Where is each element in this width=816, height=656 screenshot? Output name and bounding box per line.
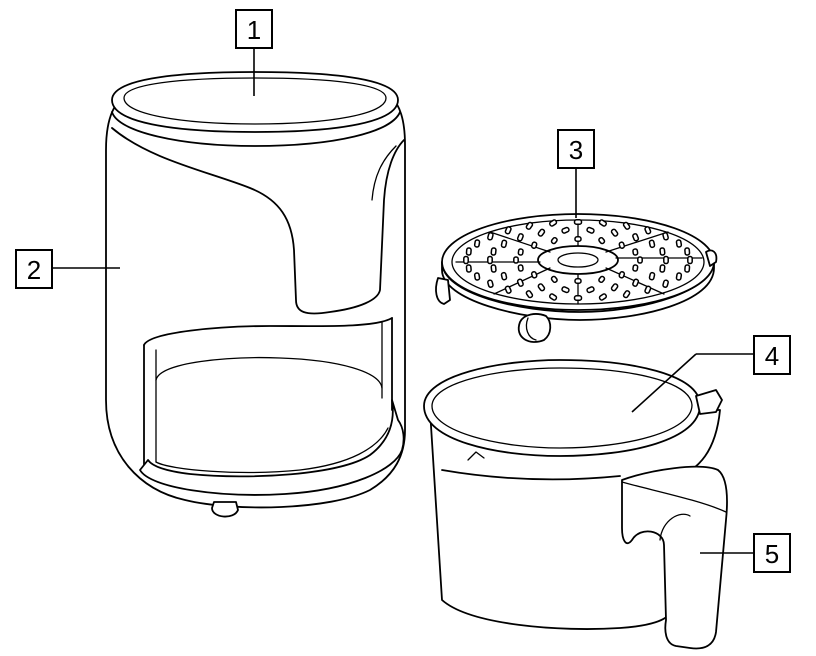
- plate-knob: [517, 313, 552, 343]
- vent-slot: [550, 236, 558, 245]
- callout-3: 3: [557, 129, 595, 218]
- callout-1-label: 1: [247, 15, 261, 45]
- vent-slot: [662, 279, 669, 288]
- vent-slot: [465, 247, 472, 256]
- vent-slot: [463, 255, 469, 265]
- vent-slot: [574, 236, 582, 242]
- vent-slot: [490, 247, 497, 256]
- vent-slot: [574, 278, 582, 284]
- vent-slot: [637, 256, 643, 264]
- vent-slot: [500, 271, 508, 281]
- housing-foot: [211, 501, 239, 518]
- basket-handle: [621, 465, 728, 650]
- vent-slot: [537, 228, 546, 237]
- vent-slot: [663, 255, 669, 265]
- vent-slot: [675, 239, 683, 248]
- vent-slot: [573, 295, 583, 301]
- vent-slot: [618, 271, 626, 279]
- vent-slot: [618, 241, 626, 249]
- vent-slot: [525, 221, 534, 230]
- vent-slot: [622, 221, 631, 230]
- vent-slot: [644, 226, 652, 235]
- vent-slot: [659, 247, 666, 256]
- vent-slot: [586, 286, 595, 294]
- vent-slot: [473, 272, 481, 281]
- vent-slot: [504, 285, 512, 294]
- vent-slot: [659, 264, 666, 273]
- basket: [423, 359, 723, 630]
- vent-slot: [504, 226, 512, 235]
- vent-slot: [561, 286, 570, 294]
- vent-slot: [684, 264, 691, 273]
- vent-slot: [530, 241, 538, 249]
- vent-slot: [487, 255, 493, 265]
- vent-slot: [610, 283, 619, 292]
- callout-1: 1: [235, 9, 273, 96]
- callout-2: 2: [15, 249, 120, 289]
- vent-slot: [516, 278, 524, 287]
- callout-2-label: 2: [27, 255, 41, 285]
- vent-slot: [525, 290, 534, 299]
- callout-3-label: 3: [569, 135, 583, 165]
- vent-slot: [632, 233, 640, 242]
- vent-slot: [648, 239, 656, 249]
- vent-slot: [548, 293, 558, 301]
- vent-slot: [530, 271, 538, 279]
- vent-slot: [473, 239, 481, 248]
- vent-slot: [598, 219, 608, 227]
- vent-slot: [487, 279, 494, 288]
- vent-slot: [550, 275, 558, 284]
- vent-slot: [662, 232, 669, 241]
- vent-slot: [610, 228, 619, 237]
- callout-4: 4: [631, 335, 791, 413]
- vent-slot: [490, 264, 497, 273]
- vent-slot: [675, 272, 683, 281]
- vent-slot: [632, 248, 639, 256]
- vent-slot: [487, 232, 494, 241]
- vent-slot: [465, 264, 472, 273]
- top-lid: [111, 71, 399, 133]
- vent-slot: [586, 226, 595, 234]
- vent-slot: [500, 239, 508, 249]
- vent-slot: [598, 275, 606, 284]
- vent-slot: [537, 283, 546, 292]
- vent-slot: [548, 219, 558, 227]
- vent-slot: [513, 256, 519, 264]
- basket-opening: [139, 317, 405, 496]
- vent-slot: [573, 219, 583, 225]
- air-fryer-housing: [105, 71, 406, 518]
- vent-slot: [561, 226, 570, 234]
- vent-slot: [632, 278, 640, 287]
- vent-slot: [516, 233, 524, 242]
- callout-5-label: 5: [765, 539, 779, 569]
- vent-slot: [598, 293, 608, 301]
- vent-slot: [644, 285, 652, 294]
- callout-5: 5: [700, 533, 791, 573]
- vent-slot: [684, 247, 691, 256]
- crisper-plate: [435, 213, 718, 343]
- vent-slot: [517, 248, 524, 256]
- vent-slot: [622, 290, 631, 299]
- vent-slot: [648, 271, 656, 281]
- vent-slot: [687, 255, 693, 265]
- vent-slot: [517, 264, 524, 272]
- callout-4-label: 4: [765, 341, 779, 371]
- vent-slot: [598, 236, 606, 245]
- plate-vent-slots: [463, 219, 693, 301]
- vent-slot: [632, 264, 639, 272]
